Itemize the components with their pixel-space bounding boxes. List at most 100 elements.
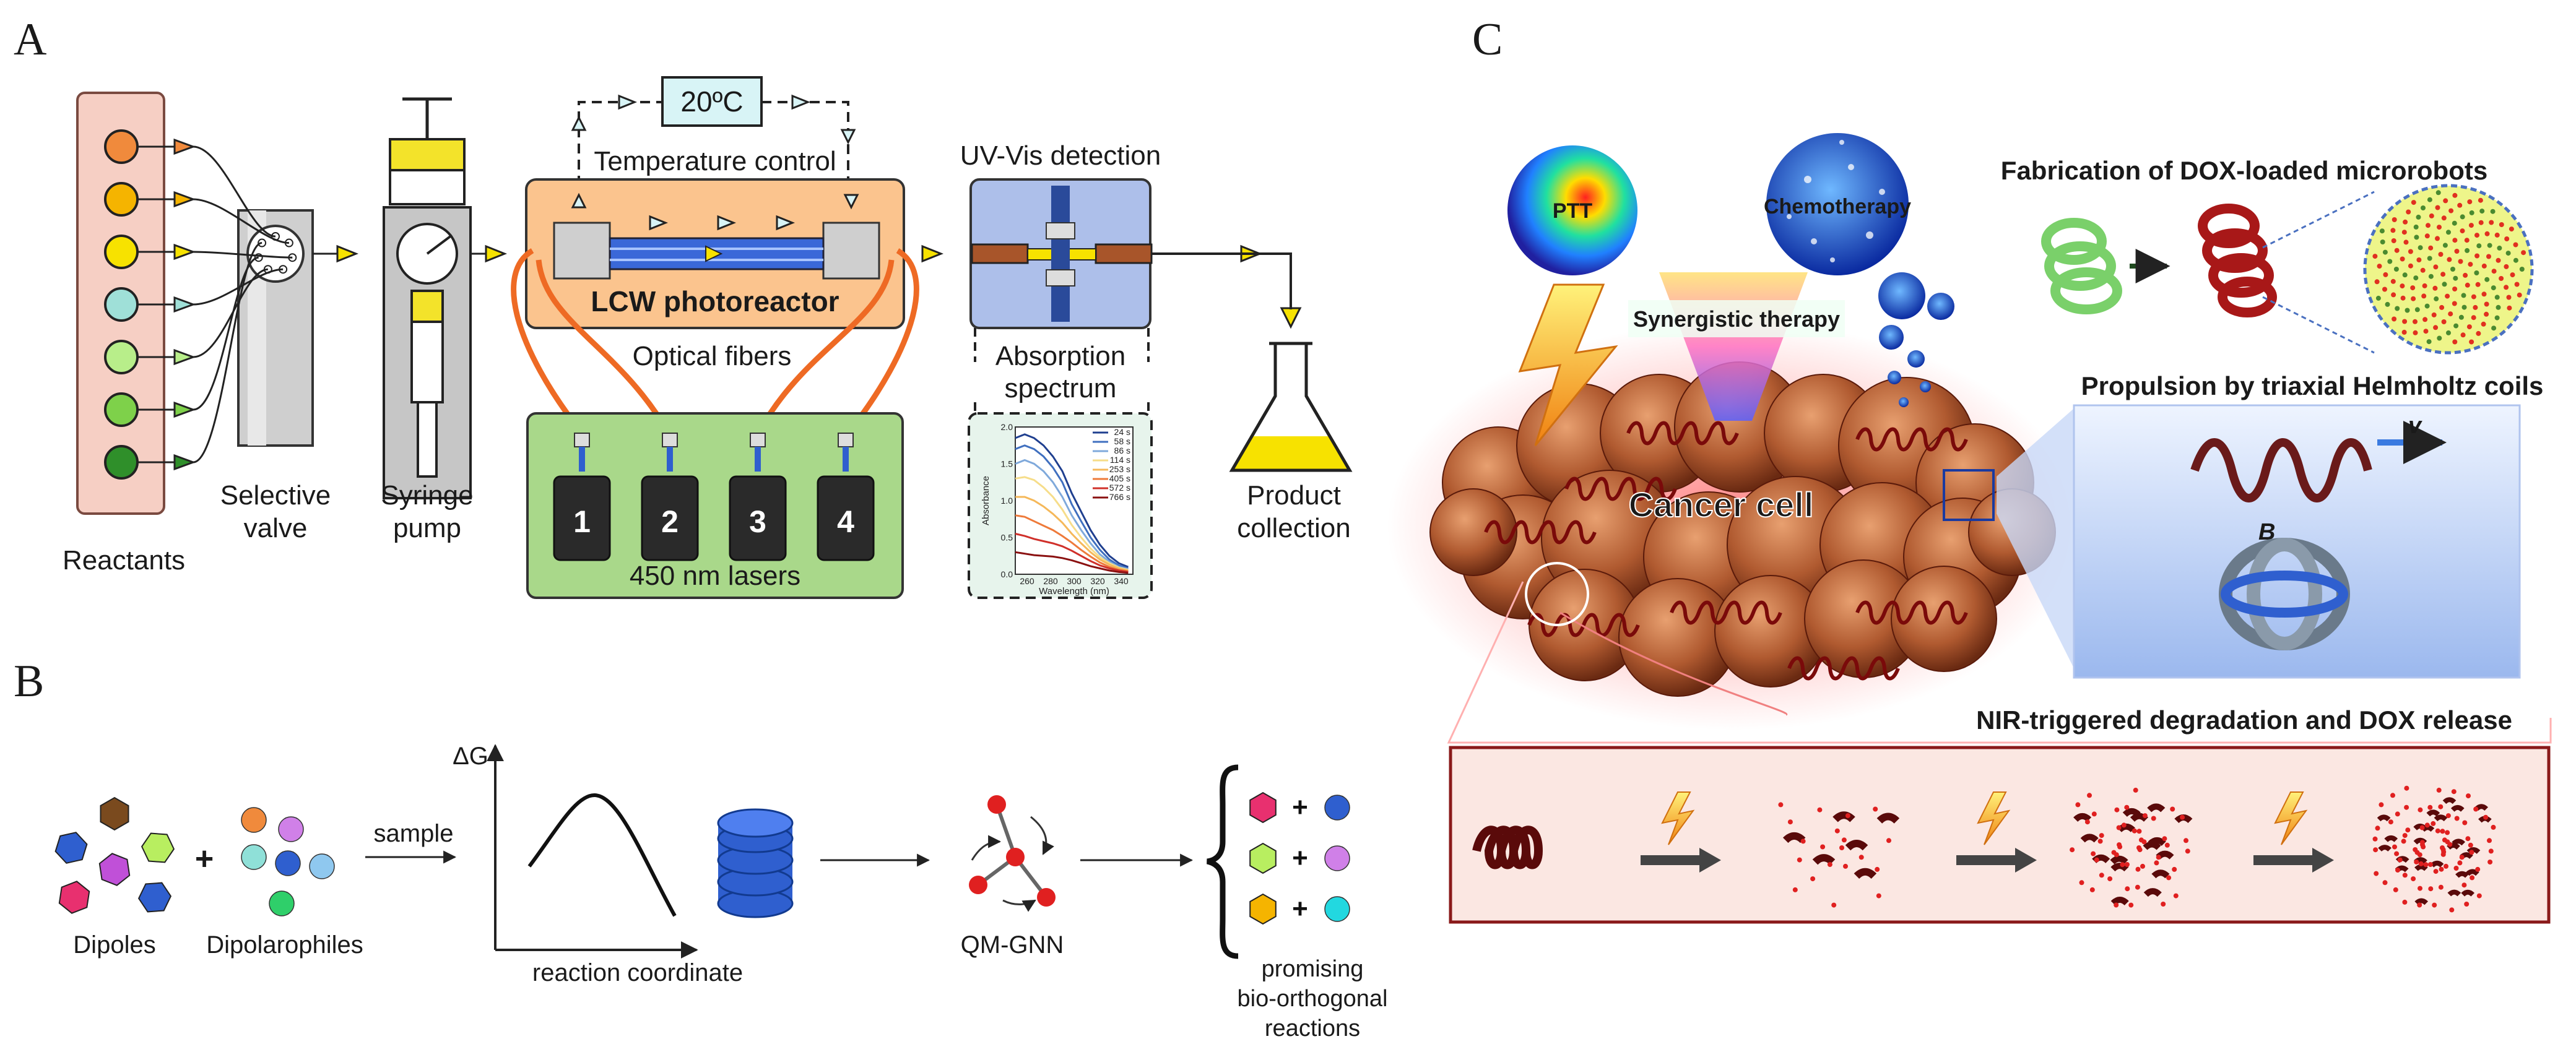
helix-fragment — [2122, 808, 2141, 817]
dox-dot — [2469, 339, 2474, 345]
dox-dot — [2475, 282, 2481, 287]
spectrum-legend-label: 405 s — [1109, 473, 1130, 483]
molecule-graph-icon — [969, 795, 1056, 912]
helix-fragment — [2080, 834, 2099, 843]
result-hexagon — [1249, 791, 1277, 824]
dipole-hexagon — [58, 881, 90, 914]
laser-body — [817, 475, 875, 561]
dox-release-dot — [2094, 857, 2099, 863]
spectrum-series-line — [1015, 533, 1129, 573]
dox-dot — [2427, 256, 2432, 261]
dox-release-dot — [2454, 816, 2460, 821]
spectrum-series-line — [1015, 444, 1129, 569]
dox-dot — [2510, 272, 2515, 278]
dipolarophile-circle — [241, 807, 267, 833]
dox-dot — [2452, 339, 2458, 345]
dox-release-dot — [2427, 804, 2433, 810]
dox-dot — [2431, 312, 2437, 317]
dox-release-dot — [2394, 851, 2400, 856]
dox-dot — [2460, 332, 2466, 338]
dox-release-dot — [2432, 902, 2437, 908]
dox-dot — [2406, 209, 2411, 215]
dox-release-dot — [2436, 787, 2442, 793]
dox-release-dot — [2491, 824, 2496, 830]
dox-dot — [2504, 236, 2510, 241]
product-flask — [1229, 342, 1353, 472]
dox-release-dot — [2156, 855, 2161, 860]
dox-dot — [2461, 304, 2467, 310]
helmholtz-coils-icon — [2219, 538, 2350, 650]
dox-dot — [2418, 245, 2423, 251]
dox-dot — [2469, 210, 2474, 215]
dox-dot — [2504, 264, 2509, 269]
dox-release-dot — [2402, 873, 2408, 878]
dox-release-dot — [2142, 813, 2148, 819]
dox-dot — [2382, 249, 2388, 255]
dox-dot — [2504, 285, 2509, 290]
valve-line — [193, 242, 262, 463]
dox-release-dot — [2128, 902, 2134, 908]
zoom-curve-left — [1559, 611, 1788, 716]
dox-release-dot — [2154, 860, 2159, 866]
zoom-cone — [1997, 408, 2074, 668]
dox-dot — [2494, 295, 2500, 300]
dox-dot — [2450, 267, 2455, 272]
dox-dot — [2466, 324, 2472, 330]
delta-g-label: ΔG — [453, 743, 488, 770]
reactant-bottle — [104, 445, 139, 480]
dox-release-dot — [1834, 828, 1840, 834]
selective-valve-label-1: Selective — [220, 480, 331, 511]
dox-release-dot — [2473, 806, 2479, 812]
dox-release-dot — [2411, 876, 2416, 882]
dox-dot — [2481, 291, 2487, 297]
helix-fragment — [2461, 889, 2475, 897]
helix-fragment — [2117, 823, 2135, 832]
dox-dot — [2432, 285, 2438, 291]
dox-release-dot — [2379, 802, 2384, 808]
dox-dot — [2408, 249, 2413, 254]
dox-dot — [2435, 205, 2440, 210]
reactant-arrow — [173, 454, 196, 471]
dox-dot — [2497, 245, 2502, 251]
reactant-bottle — [104, 182, 139, 217]
dox-dot — [2471, 315, 2476, 321]
dox-dot — [2413, 224, 2419, 230]
dox-dot — [2442, 282, 2447, 287]
syringe-pump-label-1: Syringe — [381, 480, 473, 511]
helix-fragment — [2378, 845, 2392, 852]
dox-release-dot — [2476, 893, 2482, 899]
dox-dot — [2445, 293, 2450, 299]
dox-release-dot — [2124, 862, 2130, 867]
uvvis-source — [1046, 222, 1075, 239]
cancer-cell-cluster — [1429, 361, 2056, 697]
laser-number: 1 — [573, 504, 591, 539]
product-tubing — [1151, 252, 1292, 309]
dox-release-dot — [2453, 866, 2459, 871]
dox-release-dot — [2423, 862, 2429, 868]
helix-fragment — [2110, 855, 2128, 864]
spectrum-legend-label: 86 s — [1114, 446, 1130, 455]
dox-dot — [2494, 315, 2500, 321]
dox-dot — [2507, 305, 2512, 311]
dox-dot — [2420, 267, 2426, 273]
synergistic-label-bg — [1628, 300, 1845, 337]
spectrum-y-tick: 0.0 — [1001, 569, 1013, 579]
dox-dot — [2474, 253, 2480, 259]
dox-release-dot — [1841, 837, 1847, 843]
dox-dot — [2443, 198, 2448, 204]
dox-release-dot — [1792, 887, 1798, 892]
dox-release-dot — [2464, 902, 2470, 907]
dox-dot — [2496, 304, 2501, 310]
dox-release-dot — [2470, 875, 2475, 881]
reactant-bottle — [104, 392, 139, 427]
dox-dot — [2433, 264, 2439, 270]
dox-dot — [2438, 252, 2444, 257]
dox-release-dot — [2404, 785, 2409, 791]
ptt-sphere — [1507, 145, 1637, 275]
dox-dot — [2401, 329, 2407, 335]
dox-dot — [2383, 272, 2388, 277]
chemo-droplets — [1878, 272, 1954, 407]
dox-dot — [2473, 304, 2478, 310]
dox-dot — [2403, 219, 2408, 225]
dox-release-dot — [2117, 842, 2122, 848]
